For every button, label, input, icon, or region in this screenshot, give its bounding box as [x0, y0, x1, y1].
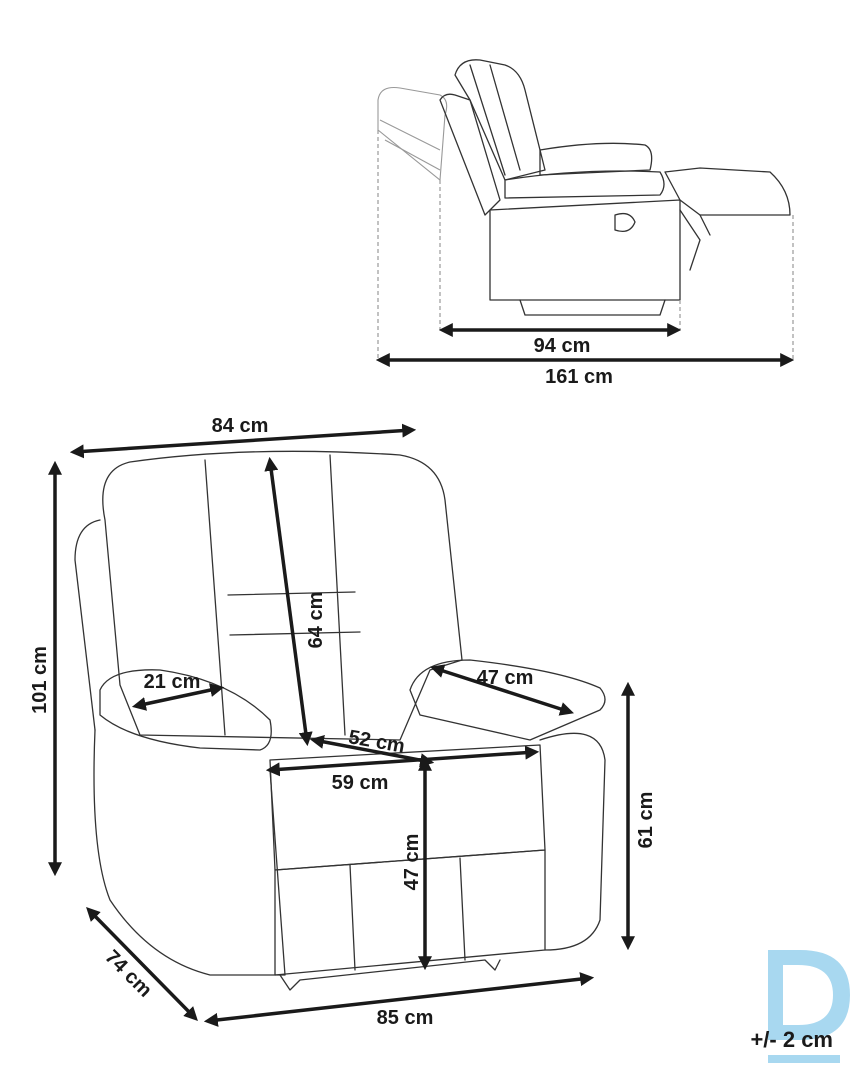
- tolerance-note: +/- 2 cm: [750, 1027, 833, 1052]
- label-94: 94 cm: [534, 335, 591, 357]
- label-64: 64 cm: [305, 592, 327, 649]
- label-84: 84 cm: [212, 415, 269, 437]
- dim-arrow-59: [265, 745, 540, 777]
- label-61: 61 cm: [635, 792, 657, 849]
- label-59: 59 cm: [332, 772, 389, 794]
- dim-arrow-85: [203, 972, 595, 1027]
- label-101: 101 cm: [29, 646, 51, 714]
- label-161: 161 cm: [545, 366, 613, 388]
- label-52: 52 cm: [347, 726, 407, 758]
- dim-arrow-21: [131, 683, 225, 711]
- label-21: 21 cm: [144, 671, 201, 693]
- dim-arrow-74: [86, 907, 198, 1021]
- dim-arrow-64: [264, 456, 313, 747]
- dim-arrow-47-arm: [430, 664, 574, 716]
- side-view-recliner: [377, 59, 794, 360]
- label-47-seat: 47 cm: [401, 834, 423, 891]
- dim-arrow-84: [69, 423, 417, 459]
- front-view-recliner: [74, 450, 606, 991]
- label-47-arm: 47 cm: [477, 667, 534, 689]
- label-74: 74 cm: [100, 946, 156, 1002]
- label-85: 85 cm: [377, 1007, 434, 1029]
- brand-logo: [768, 950, 850, 1063]
